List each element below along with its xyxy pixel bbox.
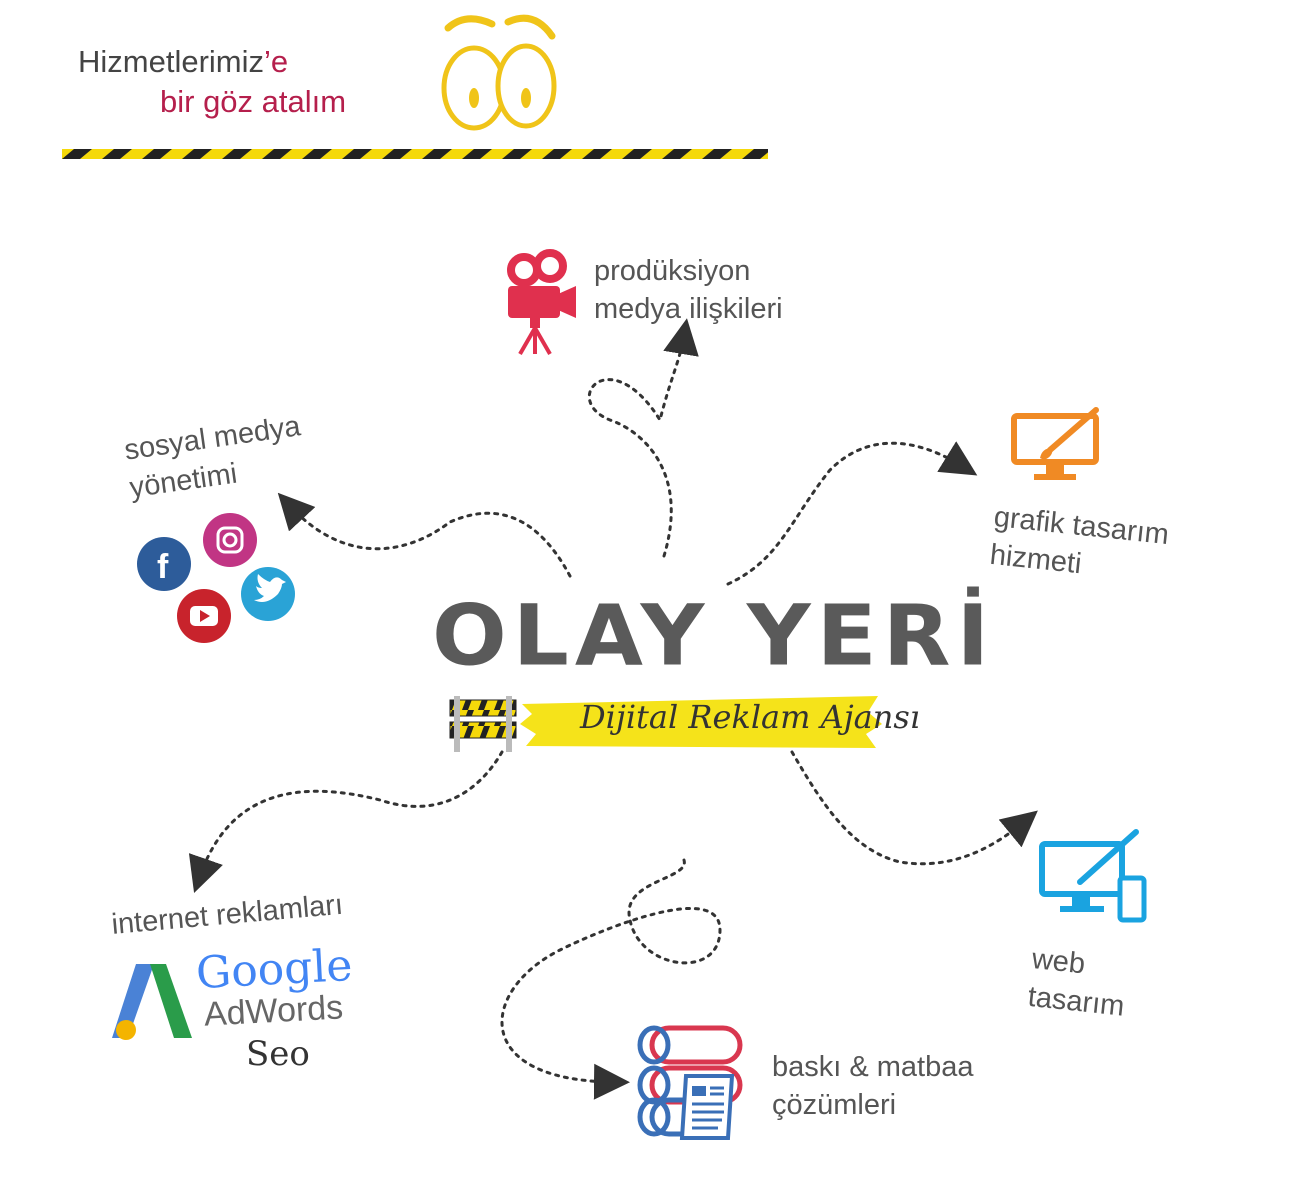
adwords-wordmark: AdWords: [203, 988, 345, 1034]
arrow-to-social: [277, 492, 572, 578]
yellow-brush-stroke: [520, 696, 882, 748]
arrow-to-web: [790, 750, 1038, 866]
adwords-icon: [112, 964, 192, 1040]
print-line1: baskı & matbaa: [772, 1051, 974, 1083]
svg-text:f: f: [157, 548, 169, 586]
header-title-main: Hizmetlerimiz: [78, 44, 264, 79]
arrow-to-graphic: [726, 441, 978, 586]
brand-title: OLAY YERİ: [432, 586, 996, 685]
header-title-accent: ’e: [264, 44, 289, 79]
production-line1: prodüksiyon: [594, 255, 751, 287]
arrow-to-production: [587, 318, 699, 558]
print-line2: çözümleri: [772, 1089, 897, 1121]
brand-tagline: Dijital Reklam Ajansı: [580, 698, 921, 736]
arrow-to-internet: [188, 750, 504, 893]
seo-wordmark: Seo: [246, 1034, 310, 1074]
header-title-line1: Hizmetlerimiz’e: [78, 44, 288, 80]
web-devices-icon: [1039, 829, 1147, 923]
monitor-brush-icon: [1011, 407, 1099, 480]
printing-rolls-icon: [637, 1025, 743, 1140]
youtube-icon: [177, 589, 231, 643]
instagram-icon: [203, 513, 257, 567]
service-production-label: prodüksiyon medya ilişkileri: [594, 252, 783, 328]
service-print-label: baskı & matbaa çözümleri: [772, 1048, 974, 1124]
facebook-icon: f: [137, 537, 191, 591]
social-icons-cluster: f: [137, 513, 295, 643]
production-line2: medya ilişkileri: [594, 293, 783, 325]
road-barrier-icon: [449, 696, 517, 752]
hazard-stripe-divider: [62, 149, 768, 159]
eyes-icon: [441, 14, 557, 131]
header-title-line2: bir göz atalım: [160, 84, 347, 119]
twitter-icon: [241, 567, 295, 621]
camera-icon: [507, 249, 576, 355]
arrow-to-print: [500, 858, 722, 1100]
service-web-label: web tasarım: [1026, 940, 1130, 1026]
